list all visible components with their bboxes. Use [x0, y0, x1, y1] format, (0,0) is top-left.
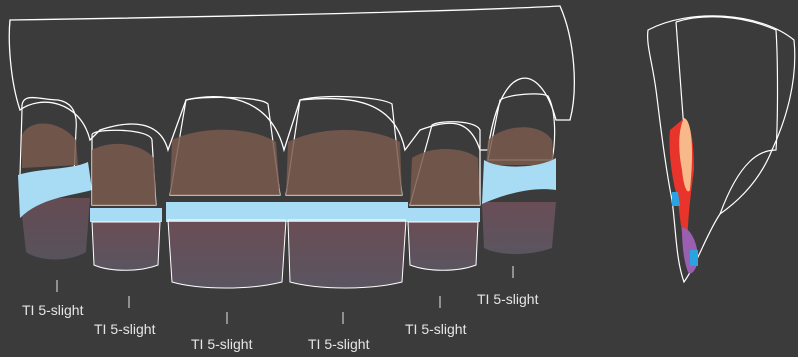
tooth-label-4: TI 5-slight [308, 336, 369, 352]
tooth-4 [286, 97, 408, 288]
tooth-label-2: TI 5-slight [94, 321, 155, 337]
tooth-label-3: TI 5-slight [191, 336, 252, 352]
tooth-label-1: TI 5-slight [22, 302, 83, 318]
tooth-2 [90, 130, 162, 270]
tooth-cross-section [648, 16, 795, 282]
tooth-5 [406, 122, 480, 271]
jaw-outline [9, 6, 574, 150]
tooth-1 [18, 98, 92, 260]
tooth-label-6: TI 5-slight [477, 291, 538, 307]
tooth-3 [166, 97, 290, 288]
tooth-6 [482, 94, 556, 254]
tooth-label-5: TI 5-slight [405, 321, 466, 337]
